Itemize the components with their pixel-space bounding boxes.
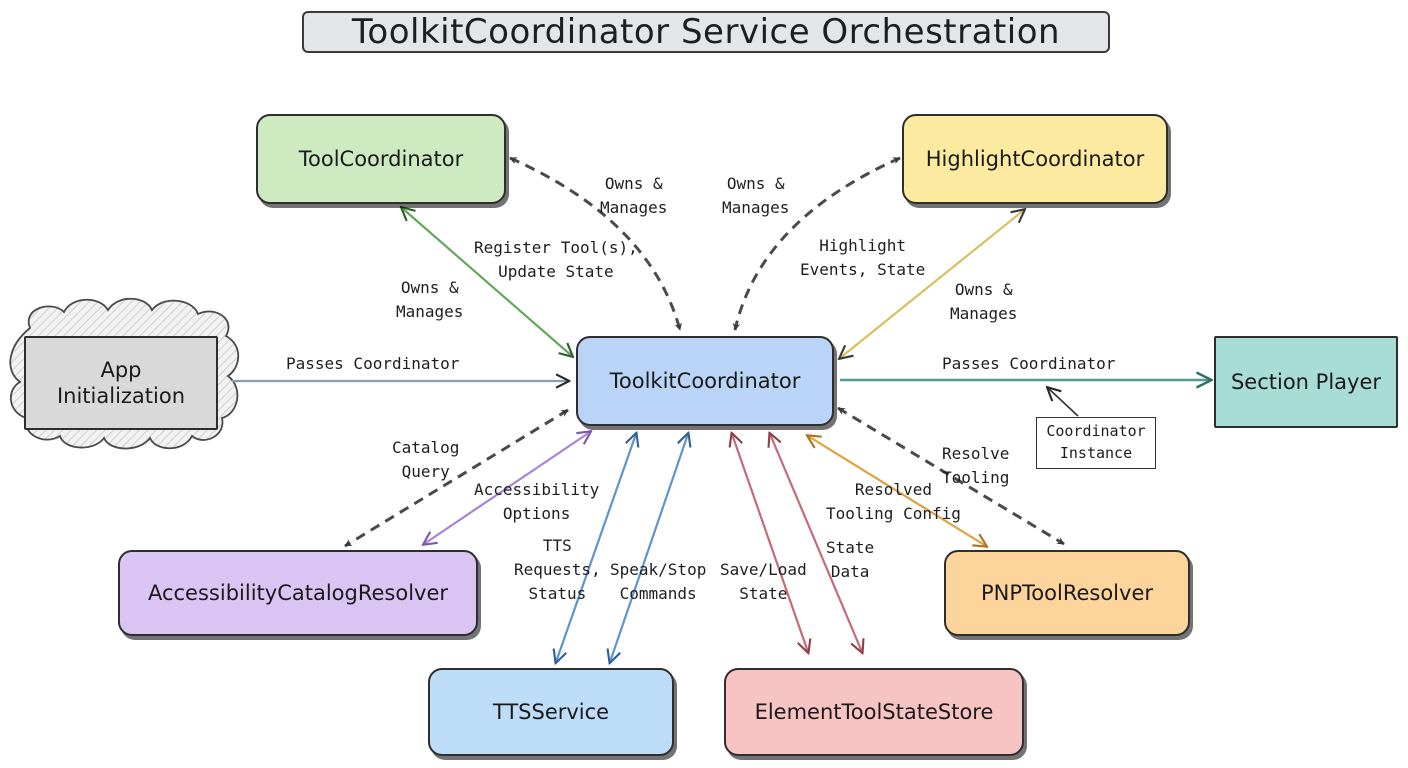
node-tts-service[interactable]: TTSService [428, 668, 674, 756]
node-app-initialization-label: App Initialization [56, 357, 186, 408]
label-owns-manages-right: Owns & Manages [950, 280, 1018, 323]
node-accessibility-catalog-resolver[interactable]: AccessibilityCatalogResolver [118, 550, 478, 636]
node-highlight-coordinator[interactable]: HighlightCoordinator [902, 114, 1168, 204]
label-passes-coordinator-right: Passes Coordinator [942, 354, 1116, 373]
node-tool-coordinator-label: ToolCoordinator [298, 146, 464, 171]
label-register-tools: Register Tool(s), Update State [474, 238, 638, 281]
edge-instance-pointer [1048, 388, 1079, 417]
edge-highlight-owns [840, 210, 1024, 358]
edge-tts-speak [610, 434, 688, 662]
label-resolve-tooling: Resolve Tooling [942, 444, 1010, 487]
node-pnp-tool-resolver[interactable]: PNPToolResolver [944, 550, 1190, 636]
node-accessibility-catalog-resolver-label: AccessibilityCatalogResolver [147, 580, 449, 605]
label-owns-manages-top-left: Owns & Manages [600, 174, 668, 217]
label-resolved-tooling-config: Resolved Tooling Config [826, 480, 961, 523]
label-save-load: Save/Load State [720, 560, 807, 603]
node-tts-service-label: TTSService [492, 699, 610, 724]
label-owns-manages-left: Owns & Manages [396, 278, 464, 321]
node-pnp-tool-resolver-label: PNPToolResolver [981, 580, 1153, 605]
label-passes-coordinator-left: Passes Coordinator [286, 354, 460, 373]
edge-tool-owns [402, 208, 572, 356]
label-catalog-query: Catalog Query [392, 438, 460, 481]
node-toolkit-coordinator[interactable]: ToolkitCoordinator [576, 336, 834, 426]
node-tool-coordinator[interactable]: ToolCoordinator [256, 114, 506, 204]
label-highlight-events: Highlight Events, State [800, 236, 926, 279]
edge-save-load [732, 434, 808, 652]
node-toolkit-coordinator-label: ToolkitCoordinator [609, 368, 801, 393]
node-element-tool-state-store[interactable]: ElementToolStateStore [724, 668, 1024, 756]
label-tts-requests: TTS Requests, Status [514, 536, 601, 603]
diagram-title: ToolkitCoordinator Service Orchestration [302, 11, 1110, 53]
node-element-tool-state-store-label: ElementToolStateStore [754, 699, 994, 724]
edge-resolve-tooling [837, 406, 1065, 546]
node-section-player[interactable]: Section Player [1214, 336, 1398, 428]
label-owns-manages-top-right: Owns & Manages [722, 174, 790, 217]
node-highlight-coordinator-label: HighlightCoordinator [925, 146, 1145, 171]
node-section-player-label: Section Player [1230, 369, 1382, 394]
note-coordinator-instance: Coordinator Instance [1036, 417, 1156, 469]
edge-highlight-events [732, 156, 901, 331]
label-state-data: State Data [826, 538, 875, 581]
label-speak-stop: Speak/Stop Commands [610, 560, 707, 603]
label-accessibility-options: Accessibility Options [474, 480, 600, 523]
edge-tool-register [509, 156, 682, 331]
node-app-initialization[interactable]: App Initialization [24, 336, 218, 430]
